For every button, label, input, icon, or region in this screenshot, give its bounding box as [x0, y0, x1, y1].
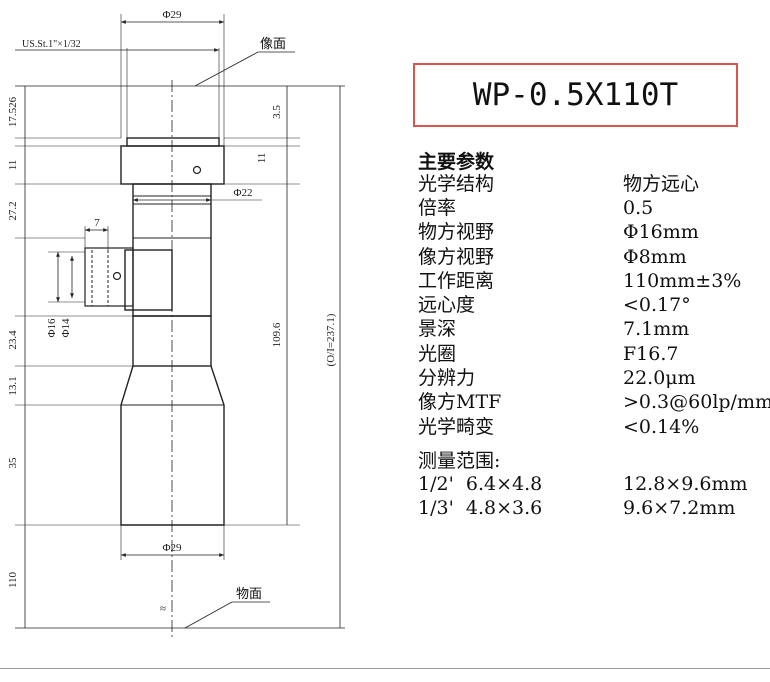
range-sensor: 1/2' 6.4×4.8 [418, 472, 543, 495]
dim-272: 27.2 [7, 201, 19, 220]
model-title-box: WP-0.5X110T [413, 63, 738, 127]
spec-label: 分辨力 [418, 367, 476, 390]
dim-top-dia: Φ29 [162, 9, 182, 21]
spec-value: 0.5 [623, 196, 654, 219]
dim-port-dia-14: Φ14 [60, 318, 72, 338]
range-field: 9.6×7.2mm [623, 496, 736, 519]
range-row: 1/3' 4.8×3.6 9.6×7.2mm [418, 496, 770, 520]
spec-row: 工作距离 110mm±3% [418, 269, 770, 293]
bottom-divider [0, 668, 770, 669]
spec-row: 物方视野 Φ16mm [418, 221, 770, 245]
spec-value: 7.1mm [623, 318, 690, 341]
dim-bottom-dia: Φ29 [162, 542, 182, 554]
dim-1096: 109.6 [271, 322, 283, 347]
spec-row: 像方视野 Φ8mm [418, 245, 770, 269]
spec-label: 工作距离 [418, 269, 495, 292]
spec-value: 物方远心 [623, 172, 700, 195]
spec-label: 光学结构 [418, 172, 495, 195]
dim-234: 23.4 [7, 330, 19, 350]
spec-row: 分辨力 22.0μm [418, 366, 770, 390]
spec-value: Φ8mm [623, 245, 687, 268]
spec-value: >0.3@60lp/mm [623, 391, 770, 414]
spec-row: 光学结构 物方远心 [418, 172, 770, 196]
dim-35-right: 3.5 [271, 105, 283, 119]
spec-heading: 主要参数 [418, 151, 495, 173]
spec-value: <0.17° [623, 294, 691, 317]
dim-port-width: 7 [94, 217, 100, 229]
spec-row: 光圈 F16.7 [418, 342, 770, 366]
dim-11-right: 11 [256, 153, 268, 164]
eyepiece-ring [126, 137, 220, 147]
spec-row: 景深 7.1mm [418, 318, 770, 342]
dim-port-dia-16: Φ16 [46, 318, 58, 338]
spec-label: 倍率 [418, 196, 457, 219]
spec-row: 远心度 <0.17° [418, 293, 770, 317]
dim-110: 110 [7, 571, 19, 588]
spec-value: Φ16mm [623, 221, 699, 244]
image-plane-label: 像面 [260, 37, 286, 52]
spec-label: 远心度 [418, 294, 476, 317]
spec-label: 物方视野 [418, 221, 495, 244]
dim-11-left: 11 [7, 160, 19, 171]
spec-value: F16.7 [623, 342, 679, 365]
spec-value: 110mm±3% [623, 269, 742, 292]
model-title: WP-0.5X110T [472, 77, 679, 113]
spec-table: 光学结构 物方远心倍率 0.5 物方视野 Φ16mm 像方视野 Φ8mm 工作距离 110mm±… [418, 172, 770, 439]
dim-131: 13.1 [7, 376, 19, 395]
break-mark: ≈ [160, 603, 166, 615]
range-heading: 测量范围: [418, 450, 501, 472]
range-row: 1/2' 6.4×4.8 12.8×9.6mm [418, 472, 770, 496]
range-field: 12.8×9.6mm [623, 472, 748, 495]
thread-label: US.St.1"×1/32 [22, 39, 81, 50]
spec-row: 像方MTF >0.3@60lp/mm [418, 391, 770, 415]
spec-label: 像方MTF [418, 391, 502, 414]
range-table: 1/2' 6.4×4.8 12.8×9.6mm 1/3' 4.8×3.6 9.6×7.… [418, 472, 770, 521]
spec-label: 光学畸变 [418, 415, 495, 438]
side-port [84, 247, 134, 307]
upper-body [120, 145, 225, 185]
spec-value: 22.0μm [623, 367, 696, 390]
dim-total: (O/I=237.1) [325, 313, 337, 366]
spec-row: 光学畸变 <0.14% [418, 415, 770, 439]
object-plane-label: 物面 [236, 587, 262, 602]
range-sensor: 1/3' 4.8×3.6 [418, 496, 543, 519]
front-flare [120, 365, 225, 526]
spec-label: 光圈 [418, 342, 457, 365]
spec-label: 景深 [418, 318, 457, 341]
dim-mid-dia: Φ22 [233, 187, 252, 199]
lens-drawing: Φ29 US.St.1"×1/32 像面 Φ22 7 Φ29 物面 ≈ 17.5… [7, 9, 345, 640]
dim-35: 35 [7, 457, 19, 469]
spec-value: <0.14% [623, 415, 700, 438]
dim-17526: 17.526 [7, 96, 19, 127]
spec-label: 像方视野 [418, 245, 495, 268]
spec-row: 倍率 0.5 [418, 196, 770, 220]
